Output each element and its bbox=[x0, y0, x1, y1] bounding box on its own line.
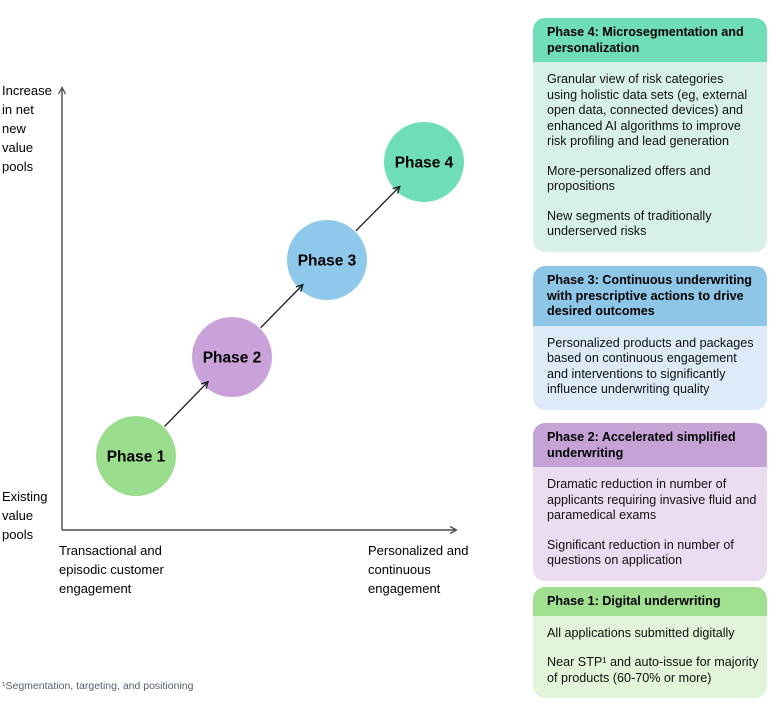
card-paragraph: All applications submitted digitally bbox=[547, 625, 735, 640]
phase-1-circle bbox=[96, 416, 176, 496]
card-phase-4-title: Phase 4: Microsegmentation and personali… bbox=[533, 18, 767, 62]
card-phase-2: Phase 2: Accelerated simplified underwri… bbox=[533, 423, 767, 581]
phase-progression-chart: Phase 1 Phase 2 Phase 3 Phase 4 bbox=[57, 86, 464, 535]
card-phase-1-title: Phase 1: Digital underwriting bbox=[533, 587, 767, 616]
x-axis-left-label: Transactional and episodic customer enga… bbox=[59, 543, 164, 596]
card-paragraph: Dramatic reduction in number of applican… bbox=[547, 477, 757, 522]
card-phase-4-body: Granular view of risk categories using h… bbox=[533, 62, 767, 252]
phase-2-circle bbox=[192, 317, 272, 397]
footnote: ¹Segmentation, targeting, and positionin… bbox=[2, 680, 194, 692]
phase-4-label: Phase 4 bbox=[395, 155, 454, 172]
card-paragraph: More-personalized offers and proposition… bbox=[547, 163, 711, 194]
card-phase-3-body: Personalized products and packages based… bbox=[533, 325, 767, 410]
card-paragraph: New segments of traditionally underserve… bbox=[547, 208, 712, 239]
arrow-phase-3-to-4 bbox=[355, 185, 401, 232]
card-phase-2-title: Phase 2: Accelerated simplified underwri… bbox=[533, 423, 767, 467]
phase-2-label: Phase 2 bbox=[203, 350, 262, 367]
y-axis-bottom-label: Existing value pools bbox=[2, 489, 48, 542]
arrow-phase-2-to-3 bbox=[260, 283, 304, 329]
x-axis-right-label: Personalized and continuous engagement bbox=[368, 543, 469, 596]
phase-1-label: Phase 1 bbox=[107, 449, 166, 466]
card-paragraph: Significant reduction in number of quest… bbox=[547, 537, 734, 568]
y-axis-top-label: Increase in net new value pools bbox=[2, 83, 52, 174]
card-phase-3: Phase 3: Continuous underwriting with pr… bbox=[533, 266, 767, 410]
card-phase-1-body: All applications submitted digitally Nea… bbox=[533, 615, 767, 698]
card-paragraph: Near STP¹ and auto-issue for majority of… bbox=[547, 655, 759, 685]
phase-3-circle bbox=[287, 220, 367, 300]
card-paragraph: Personalized products and packages based… bbox=[547, 335, 754, 397]
card-phase-2-body: Dramatic reduction in number of applican… bbox=[533, 467, 767, 581]
card-phase-1: Phase 1: Digital underwriting All applic… bbox=[533, 587, 767, 698]
card-phase-3-title: Phase 3: Continuous underwriting with pr… bbox=[533, 266, 767, 326]
arrow-phase-1-to-2 bbox=[164, 380, 210, 428]
phase-3-label: Phase 3 bbox=[298, 253, 357, 270]
phase-4-circle bbox=[384, 122, 464, 202]
card-phase-4: Phase 4: Microsegmentation and personali… bbox=[533, 18, 767, 252]
card-paragraph: Granular view of risk categories using h… bbox=[547, 72, 748, 148]
